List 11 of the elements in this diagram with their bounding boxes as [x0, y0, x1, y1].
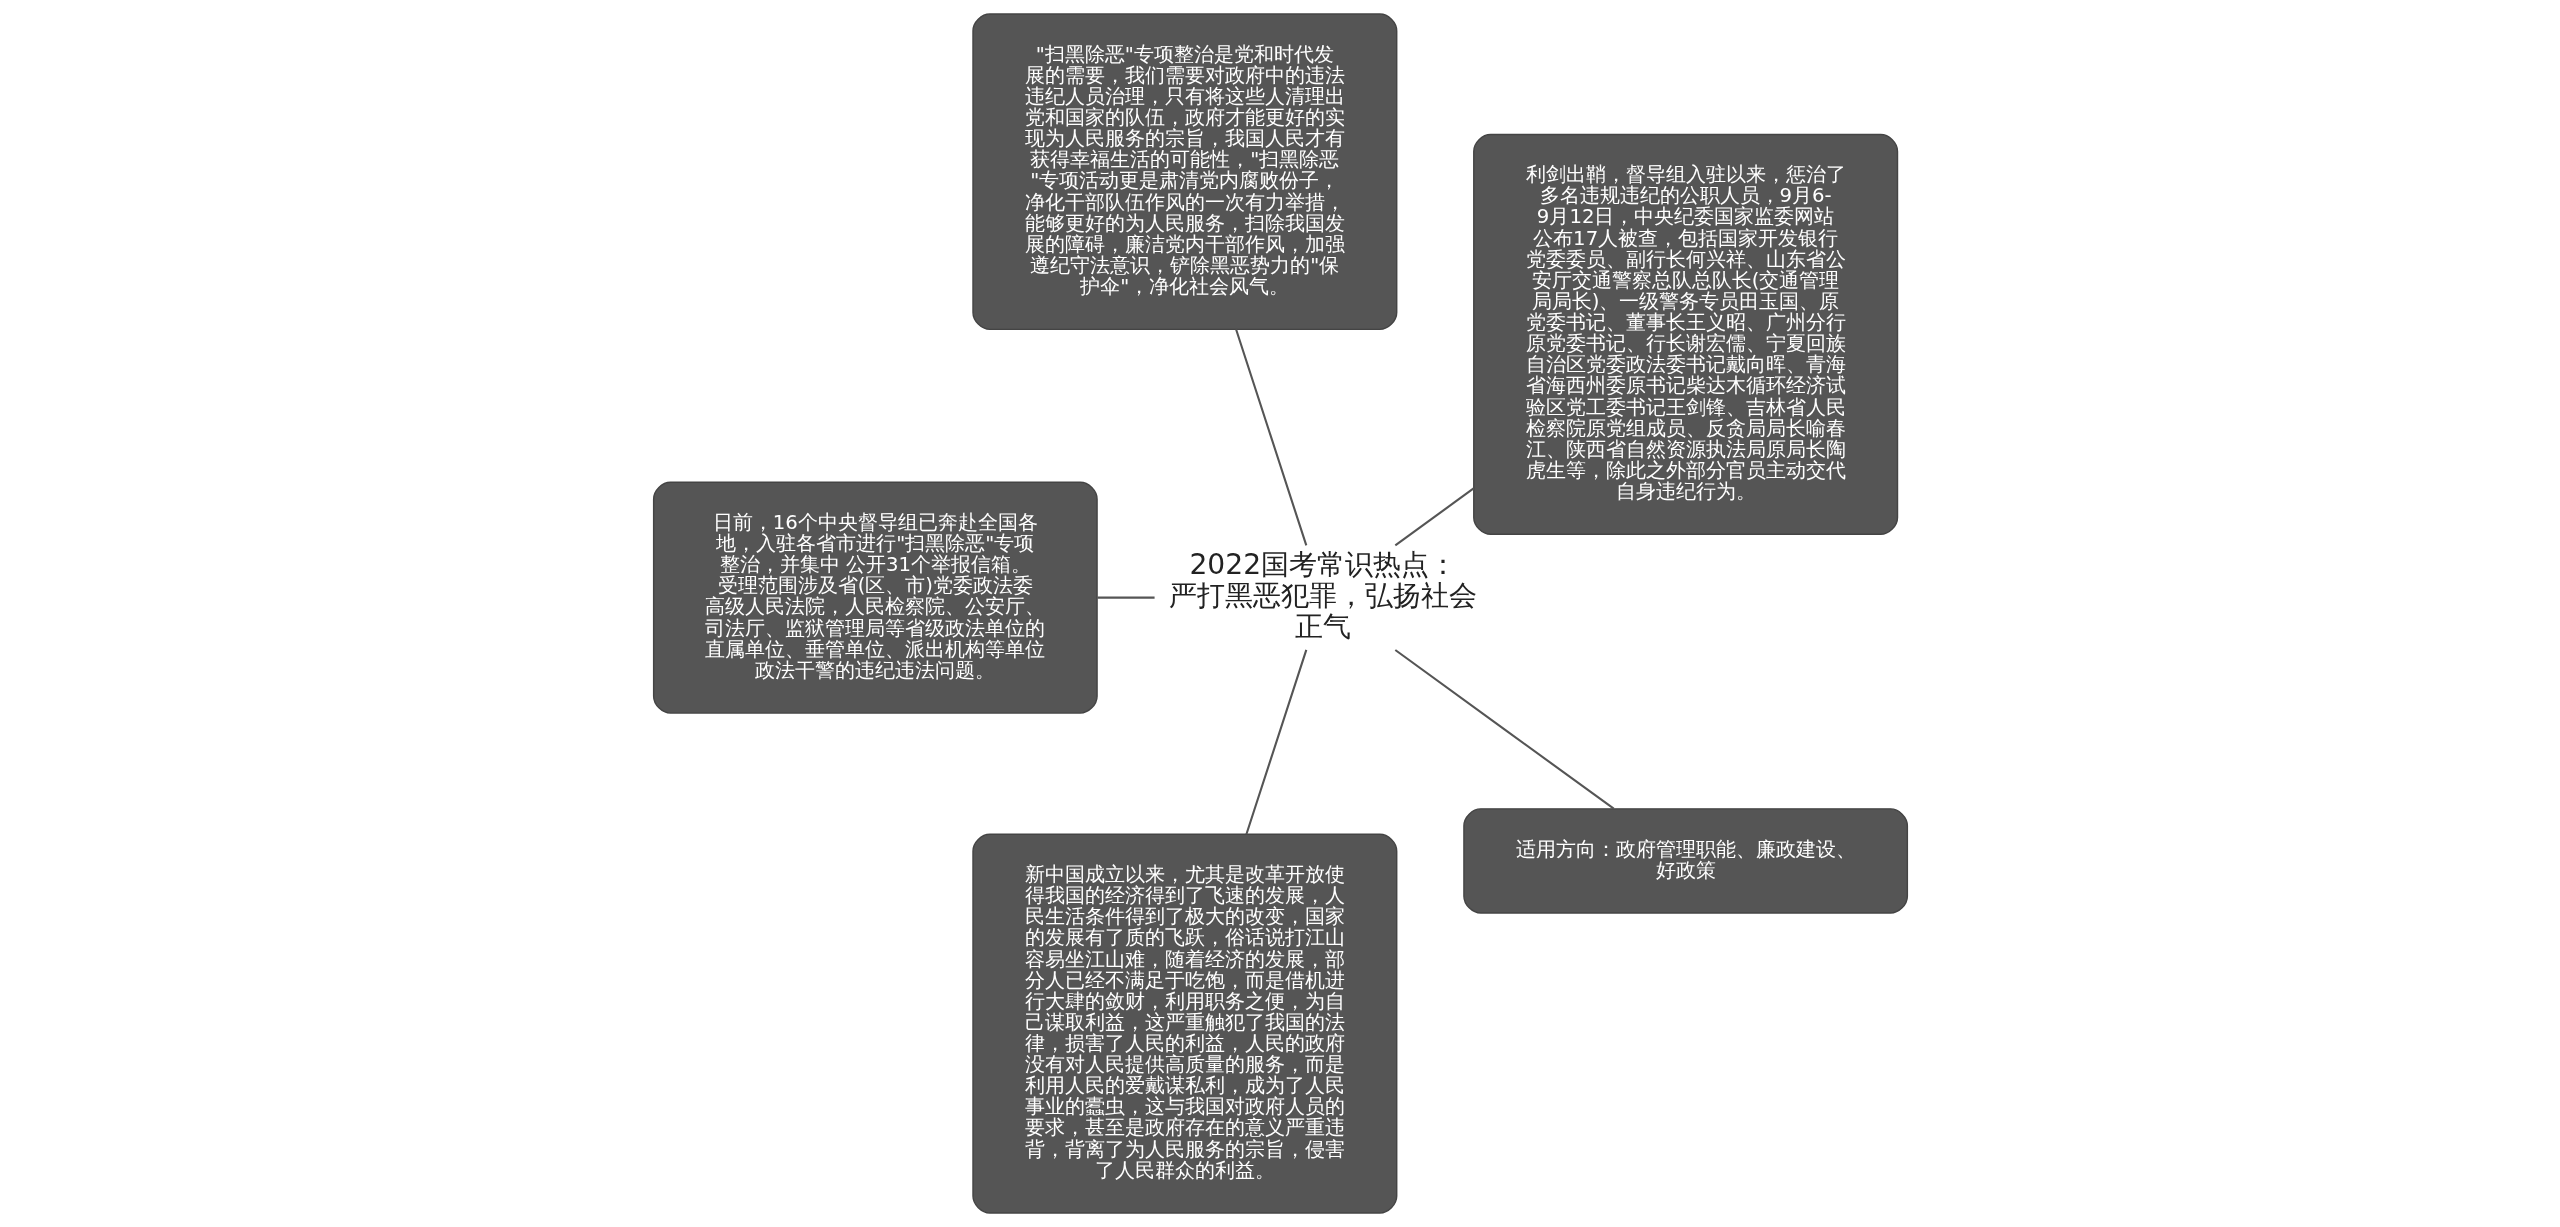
connector — [1234, 329, 1307, 546]
connector — [1394, 649, 1614, 810]
node-box: 利剑出鞘，督导组入驻以来，惩治了多名违规违纪的公职人员，9月6-9月12日，中央纪委国家监委网站公布17人被查，包括国家开发银行党委委员、副行长何兴祥、山东省公安厅交通警察总队总队长(交通管理局局长)、一级警务专员田玉国、原党委书记、董事长王义昭、广州分行原党委书记、行长谢宏儒、宁夏回族自治区党委政法委书记戴向晖、青海省海西州委原书记柴达木循环经济试验区党工委书记王剑锋、吉林省人民检察院原党组成员、反贪局局长喻春江、陕西省自然资源执法局原局长陶虎生等，除此之外部分官员主动交代自身违纪行为。 — [1472, 133, 1898, 535]
node-box: 日前，16个中央督导组已奔赴全国各地，入驻各省市进行"扫黑除恶"专项整治，并集中 公开31个举报信箱。受理范围涉及省(区、市)党委政法委高级人民法院，人民检察院、公安厅、司法厅、监狱管理局等省级政法单位的直属单位、垂管单位、派出机构等单位政法干警的违纪违法问题。 — [652, 481, 1098, 714]
node-box: 新中国成立以来，尤其是改革开放使得我国的经济得到了飞速的发展，人民生活条件得到了极大的改变，国家的发展有了质的飞跃，俗话说打江山容易坐江山难，随着经济的发展，部分人已经不满足于吃饱，而是借机进行大肆的敛财，利用职务之便，为自己谋取利益，这严重触犯了我国的法律，损害了人民的利益，人民的政府没有对人民提供高质量的服务，而是利用人民的爱戴谋私利，成为了人民事业的蠹虫，这与我国对政府人员的要求，甚至是政府存在的意义严重违背，背离了为人民服务的宗旨，侵害了人民群众的利益。 — [971, 833, 1397, 1214]
connector — [1394, 487, 1474, 547]
connector — [1096, 596, 1155, 599]
node-text: 2022国考常识热点：严打黑恶犯罪，弘扬社会正气 — [1168, 547, 1477, 643]
node-box: 适用方向：政府管理职能、廉政建设、好政策 — [1462, 808, 1908, 914]
connector — [1244, 649, 1307, 835]
node-box: "扫黑除恶"专项整治是党和时代发展的需要，我们需要对政府中的违法违纪人员治理，只有将这些人清理出党和国家的队伍，政府才能更好的实现为人民服务的宗旨，我国人民才有获得幸福生活的可能性，"扫黑除恶"专项活动更是肃清党内腐败份子，净化干部队伍作风的一次有力举措，能够更好的为人民服务，扫除我国发展的障碍，廉洁党内干部作风，加强遵纪守法意识，铲除黑恶势力的"保护伞"，净化社会风气。 — [971, 13, 1397, 331]
